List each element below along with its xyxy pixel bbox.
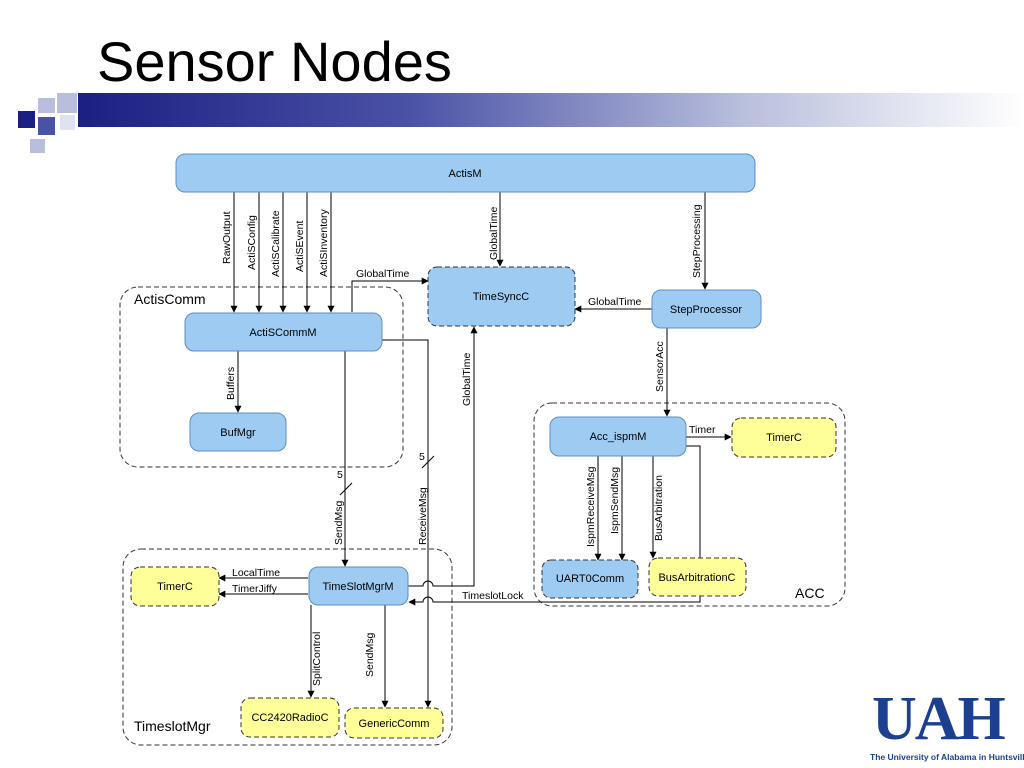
label-rawoutput: RawOutput <box>221 211 233 264</box>
decor-square <box>57 93 77 113</box>
label-timeslotlock: TimeslotLock <box>462 590 524 602</box>
group-timeslotmgr: TimeslotMgr <box>122 548 453 746</box>
edge-globaltime-comm <box>351 277 429 312</box>
decor-square <box>38 98 55 113</box>
group-actiscomm-label: ActisComm <box>134 291 206 307</box>
label-globaltime-comm: GlobalTime <box>356 268 409 280</box>
label-splitcontrol: SplitControl <box>311 632 323 686</box>
decor-square <box>18 111 35 128</box>
label-timerjiffy: TimerJiffy <box>232 583 278 595</box>
group-actiscomm: ActisComm <box>119 286 404 468</box>
label-timer: Timer <box>689 424 716 436</box>
edge-timeslotlock <box>408 445 701 606</box>
label-globaltime-ts: GlobalTime <box>461 353 473 406</box>
label-actisconfig: ActiSConfig <box>246 215 258 270</box>
uah-logo-subtitle: The University of Alabama in Huntsville <box>870 752 1024 762</box>
svg-text:TimerC: TimerC <box>157 581 193 593</box>
decor-square <box>60 115 75 130</box>
label-sendmsg-ts: SendMsg <box>364 632 376 677</box>
node-timesyncc: TimeSyncC <box>427 266 576 327</box>
node-acc-ispmm: Acc_ispmM <box>549 416 687 457</box>
svg-text:TimeSyncC: TimeSyncC <box>473 291 529 303</box>
decor-square <box>38 117 55 135</box>
edge-count-tick-receive <box>421 455 435 469</box>
node-stepprocessor: StepProcessor <box>651 289 762 329</box>
node-timerc-ts: TimerC <box>130 566 220 607</box>
label-count-receive: 5 <box>419 451 425 463</box>
label-actisevent: ActiSEvent <box>294 221 306 272</box>
title-accent-bar <box>78 93 1024 127</box>
edge-count-tick-send <box>339 482 353 496</box>
node-cc2420radioc: CC2420RadioC <box>240 697 340 738</box>
svg-text:ActiSCommM: ActiSCommM <box>249 327 316 339</box>
group-timeslotmgr-label: TimeslotMgr <box>134 718 211 734</box>
label-actiscalibrate: ActiSCalibrate <box>270 210 282 277</box>
label-sendmsg-comm: SendMsg <box>333 500 345 545</box>
node-actiscommm: ActiSCommM <box>184 312 383 352</box>
group-acc: ACC <box>533 402 846 607</box>
label-stepprocessing: StepProcessing <box>691 204 703 278</box>
svg-text:BusArbitrationC: BusArbitrationC <box>658 572 735 584</box>
node-bufmgr: BufMgr <box>189 412 287 452</box>
node-timeslotmgrm: TimeSlotMgrM <box>308 566 409 606</box>
label-busarbitration: BusArbitration <box>653 475 665 541</box>
label-buffers: Buffers <box>225 367 237 400</box>
uah-logo: UAH <box>872 685 1006 753</box>
label-ispmreceivemsg: IspmReceiveMsg <box>585 466 597 547</box>
label-localtime: LocalTime <box>232 567 280 579</box>
label-count-send: 5 <box>337 469 343 481</box>
node-timerc-acc: TimerC <box>731 417 837 458</box>
svg-text:GenericComm: GenericComm <box>359 718 430 730</box>
label-globaltime-step: GlobalTime <box>588 296 641 308</box>
label-globaltime-top: GlobalTime <box>488 207 500 260</box>
slide-title: Sensor Nodes <box>97 30 452 93</box>
node-uart0comm: UART0Comm <box>541 559 639 599</box>
svg-text:UART0Comm: UART0Comm <box>556 573 624 585</box>
label-actisinventory: ActiSInventory <box>318 209 330 277</box>
svg-text:CC2420RadioC: CC2420RadioC <box>251 712 328 724</box>
label-receivemsg: ReceiveMsg <box>417 487 429 545</box>
group-acc-label: ACC <box>795 585 825 601</box>
node-actism: ActisM <box>175 153 756 193</box>
svg-text:Acc_ispmM: Acc_ispmM <box>590 431 647 443</box>
label-ispmsendmsg: IspmSendMsg <box>609 467 621 534</box>
svg-text:StepProcessor: StepProcessor <box>670 304 742 316</box>
svg-text:TimeSlotMgrM: TimeSlotMgrM <box>322 581 393 593</box>
decor-square <box>30 139 45 153</box>
node-genericcomm: GenericComm <box>344 707 444 739</box>
edge-receivemsg <box>382 339 432 708</box>
label-sensoracc: SensorAcc <box>654 341 666 392</box>
svg-text:ActisM: ActisM <box>449 168 482 180</box>
edge-globaltime-ts <box>408 326 478 587</box>
node-busarbitrationc: BusArbitrationC <box>648 557 747 597</box>
svg-text:BufMgr: BufMgr <box>220 427 256 439</box>
svg-text:TimerC: TimerC <box>766 432 802 444</box>
